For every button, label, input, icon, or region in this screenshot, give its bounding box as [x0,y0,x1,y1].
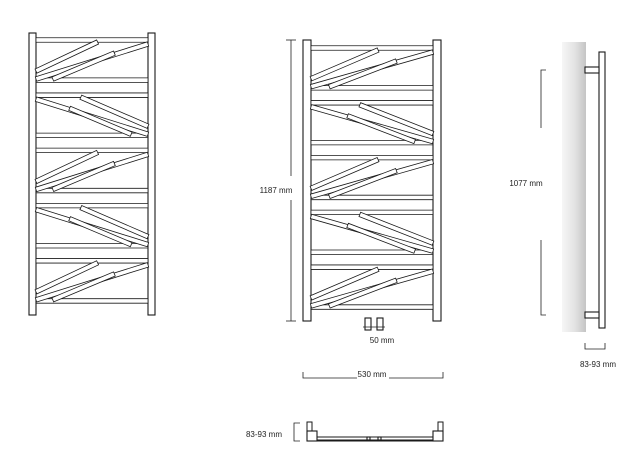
horizontal-bar-left [35,202,149,209]
diagonal-bar-left [79,205,150,240]
bracket-top [584,66,600,74]
diagonal-bar-left [34,39,100,74]
diagonal-bar-center [309,157,380,191]
top-view-pipe-right [377,436,382,441]
bracket-dim-line-bottom [540,240,546,316]
radiator-front-view-center: 50 mm 1187 mm 530 mm [260,39,444,380]
diagonal-bar-left [79,94,150,129]
bracket-bottom [584,311,600,319]
height-label: 1187 mm [260,186,293,195]
diagonal-bar-center [358,102,435,137]
center-right-rail [432,39,442,322]
radiator-front-view-left [28,32,156,316]
horizontal-bar-center [310,45,434,51]
diagonal-bar-left [51,271,116,303]
side-depth-label: 83-93 mm [580,360,616,369]
center-left-rail [302,39,312,322]
radiator-bars-left [34,37,150,304]
side-depth-dim-line [584,343,606,350]
horizontal-bar-center [310,264,434,270]
top-view-pipe-left [366,436,371,441]
diagonal-bar-left [34,260,100,295]
diagonal-bar-center [346,113,417,145]
pipe-connection-right [376,317,384,331]
diagonal-bar-center [327,168,398,199]
diagonal-bar-center [327,58,398,90]
top-view-left-end [306,430,318,442]
top-depth-dim-line [293,422,300,442]
bracket-dim-line-top [540,69,546,128]
diagonal-bar-left [51,50,116,82]
horizontal-bar-center [310,100,434,106]
radiator-top-view: 83-93 mm [246,421,444,442]
diagonal-bar-left [34,149,100,185]
diagonal-bar-center [309,266,380,301]
horizontal-bar-left [35,92,149,98]
pipe-connection-left [364,317,372,331]
radiator-side-view: 1077 mm 83-93 mm [509,42,616,369]
bracket-spacing-label: 1077 mm [509,179,543,188]
top-depth-label: 83-93 mm [246,430,282,439]
diagonal-bar-center [346,222,417,254]
diagonal-bar-left [51,160,116,193]
diagonal-bar-center [327,277,398,309]
radiator-bars-center [309,45,435,310]
left-rail [28,32,37,316]
horizontal-bar-center [310,209,434,216]
horizontal-bar-center [310,154,434,161]
top-view-right-end [432,430,444,442]
horizontal-bar-left [35,147,149,154]
diagonal-bar-left [68,105,133,137]
wall [562,42,586,332]
horizontal-bar-left [35,258,149,264]
width-label-bg [357,368,389,380]
width-label: 530 mm [358,370,387,379]
diagonal-bar-center [309,47,380,82]
diagonal-bar-center [358,211,435,246]
diagonal-bar-left [68,216,133,248]
side-rail [598,51,606,329]
right-rail [147,32,156,316]
pipe-spacing-label: 50 mm [370,336,395,345]
horizontal-bar-left [35,37,149,43]
top-view-outline [306,421,444,442]
